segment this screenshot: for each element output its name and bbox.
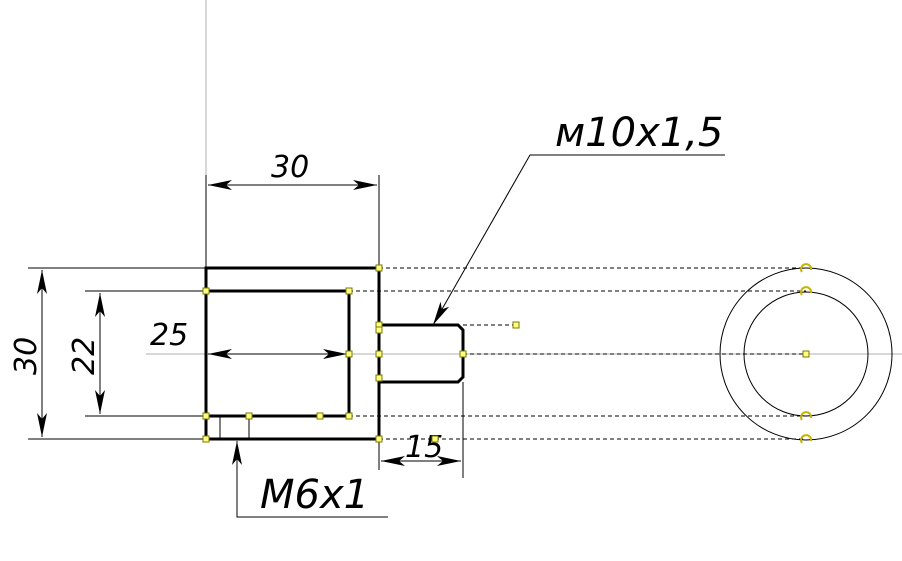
selection-handle[interactable]: [512, 321, 520, 329]
dim-shaft-text[interactable]: 15: [405, 430, 443, 465]
selection-handle[interactable]: [245, 412, 253, 420]
selection-handle[interactable]: [375, 264, 383, 272]
thread-leader-m10[interactable]: [432, 154, 725, 326]
tangent-constraint-icon: [800, 434, 813, 444]
selection-handle[interactable]: [431, 435, 439, 443]
tangent-constraint-icon: [800, 263, 813, 273]
dim-inner-text[interactable]: 22: [67, 337, 102, 375]
selection-handle[interactable]: [202, 435, 210, 443]
thread-lines: [219, 416, 250, 439]
tangent-constraint-icon: [800, 286, 813, 296]
selection-handle[interactable]: [316, 412, 324, 420]
thread-label-m6[interactable]: M6x1: [260, 472, 369, 518]
selection-handle[interactable]: [375, 350, 383, 358]
tangent-constraint-icon: [800, 411, 813, 421]
side-view[interactable]: [719, 267, 893, 441]
selection-handle[interactable]: [375, 326, 383, 334]
selection-handle[interactable]: [202, 412, 210, 420]
dim-depth-text[interactable]: 25: [150, 318, 188, 353]
dim-left-text[interactable]: 30: [9, 337, 44, 375]
selection-handles[interactable]: [202, 263, 813, 444]
selection-handle[interactable]: [459, 350, 467, 358]
selection-handle[interactable]: [802, 350, 810, 358]
dim-top-text[interactable]: 30: [271, 150, 309, 185]
selection-handle[interactable]: [345, 350, 353, 358]
selection-handle[interactable]: [345, 287, 353, 295]
selection-handle[interactable]: [345, 412, 353, 420]
selection-handle[interactable]: [375, 374, 383, 382]
projection-lines: [349, 267, 806, 440]
thread-leader-m6[interactable]: [232, 441, 388, 518]
thread-label-m10[interactable]: м10х1,5: [555, 110, 723, 156]
selection-handle[interactable]: [375, 435, 383, 443]
selection-handle[interactable]: [202, 287, 210, 295]
